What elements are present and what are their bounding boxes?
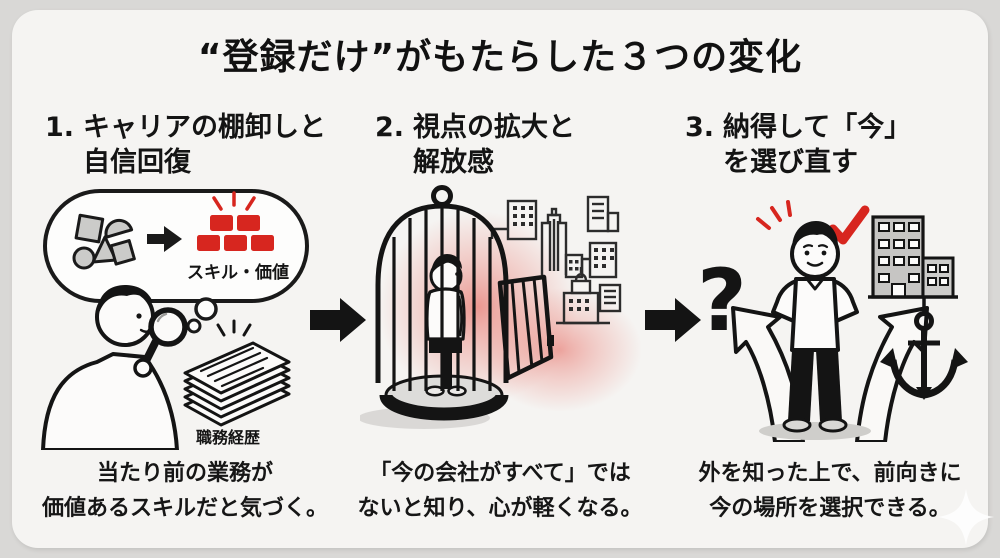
page-title: “登録だけ”がもたらした３つの変化 [197, 37, 803, 78]
sparkle-watermark-icon [938, 489, 994, 545]
crossroads-illustration: ? [697, 200, 968, 442]
city-skyline-icon [490, 195, 622, 325]
column1-heading-line1: キャリアの棚卸しと [83, 112, 327, 143]
scattered-shapes-icon [72, 213, 136, 270]
column1-heading: 1. キャリアの棚卸しと 自信回復 [45, 110, 326, 180]
column3-heading-line1: 納得して「今」 [723, 112, 912, 143]
column2-heading: 2. 視点の拡大と 解放感 [375, 110, 575, 180]
column2-caption-line2: ないと知り、心が軽くなる。 [357, 496, 643, 521]
checkmark-icon [828, 205, 870, 245]
column2-heading-line2: 解放感 [413, 147, 495, 178]
column3-number: 3. [685, 112, 715, 143]
birdcage-icon [375, 185, 509, 421]
office-buildings-icon [868, 215, 958, 299]
column1-caption-line2: 価値あるスキルだと気づく。 [41, 496, 328, 521]
documents-stack-icon [183, 319, 291, 427]
column3-heading: 3. 納得して「今」 を選び直す [685, 110, 911, 180]
open-cage-door [497, 274, 554, 381]
step2-to-step3-arrow-icon [645, 298, 701, 342]
person-shadow [759, 422, 871, 440]
column2-heading-line1: 視点の拡大と [413, 112, 576, 143]
work-history-label: 職務経歴 [196, 428, 260, 447]
excitement-sparks-icon [756, 200, 792, 230]
career-review-illustration: スキル・価値 [41, 189, 309, 450]
question-mark-icon: ? [697, 251, 747, 351]
column3-caption-line2: 今の場所を選択できる。 [709, 496, 951, 521]
confident-person [771, 221, 859, 433]
column3-caption-line1: 外を知った上で、前向きに [698, 461, 962, 486]
infographic-card: “登録だけ”がもたらした３つの変化 1. キャリアの棚卸しと 自信回復 2. 視… [12, 10, 994, 548]
magnifier-icon [133, 307, 188, 378]
column3-caption: 外を知った上で、前向きに 今の場所を選択できる。 [675, 456, 985, 526]
anchor-icon [880, 297, 968, 400]
skills-value-label: スキル・価値 [187, 262, 289, 283]
column2-caption: 「今の会社がすべて」では ないと知り、心が軽くなる。 [345, 456, 655, 526]
column2-number: 2. [375, 112, 405, 143]
transform-arrow-icon [147, 226, 182, 252]
column1-heading-line2: 自信回復 [83, 147, 192, 178]
person-in-cage [425, 254, 467, 397]
column1-caption: 当たり前の業務が 価値あるスキルだと気づく。 [30, 456, 340, 526]
column2-caption-line1: 「今の会社がすべて」では [369, 461, 631, 486]
person-with-magnifier [41, 285, 188, 450]
column1-number: 1. [45, 112, 75, 143]
skill-blocks-icon [197, 191, 274, 251]
step1-to-step2-arrow-icon [310, 298, 366, 342]
column3-heading-line2: を選び直す [723, 147, 859, 178]
open-cage-illustration [360, 185, 642, 429]
column1-caption-line1: 当たり前の業務が [96, 461, 273, 486]
